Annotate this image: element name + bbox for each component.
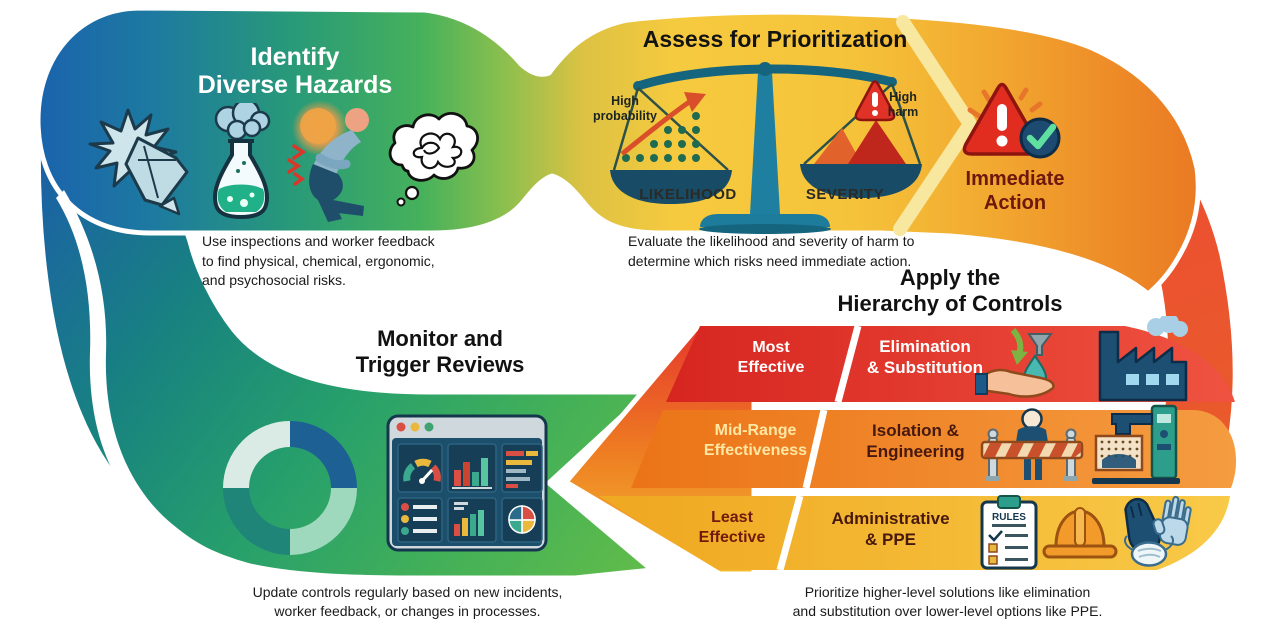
monitor-description: Update controls regularly based on new i… (240, 583, 575, 621)
description-line: to find physical, chemical, ergonomic, (202, 252, 435, 269)
high-probability-annotation: High probability (593, 94, 657, 123)
dashboard-icon (386, 414, 548, 552)
likelihood-dots (622, 112, 700, 162)
control-label-administrative: Administrative & PPE (831, 509, 950, 549)
effectiveness-label-mid: Mid-Range Effectiveness (703, 422, 808, 459)
description-line: worker feedback, or changes in processes… (274, 603, 541, 619)
hard-hat-icon (1042, 507, 1118, 559)
hierarchy-row-mid-range (631, 410, 1237, 488)
title-line: Monitor and (377, 326, 503, 351)
title-line: Diverse Hazards (197, 71, 393, 99)
identify-title: Identify Diverse Hazards (150, 43, 440, 99)
warning-check-icon (962, 82, 1061, 159)
assess-title: Assess for Prioritization (642, 26, 908, 52)
description-line: determine which risks need immediate act… (628, 253, 912, 269)
title-line: Identify (250, 43, 340, 71)
effectiveness-label-most: Most Effective (737, 339, 805, 376)
band-seam (56, 190, 228, 557)
likelihood-label: LIKELIHOOD (639, 186, 737, 203)
hierarchy-row-most-effective (666, 326, 1235, 402)
assess-chevron-divider (893, 15, 977, 236)
hierarchy-column-dividers (776, 325, 862, 571)
title-line: Apply the (899, 265, 1001, 290)
immediate-action-label: Immediate Action (965, 168, 1065, 214)
severity-mountains (814, 128, 862, 164)
gloves-mask-icon (1124, 495, 1192, 567)
chemical-hazard-icon (213, 103, 271, 219)
monitor-title: Monitor and Trigger Reviews (310, 326, 570, 378)
identify-description: Use inspections and worker feedback to f… (202, 232, 447, 291)
barrier-icon (980, 408, 1084, 481)
rising-arrow (620, 97, 694, 156)
rules-clipboard-icon: RULES (980, 495, 1038, 570)
severity-label: SEVERITY (805, 186, 885, 203)
effectiveness-label-least: Least Effective (698, 509, 766, 546)
cycle-donut-icon (223, 421, 357, 555)
factory-icon (1098, 316, 1188, 402)
control-label-elimination: Elimination & Substitution (866, 337, 984, 377)
description-line: Evaluate the likelihood and severity of … (628, 233, 915, 249)
hierarchy-description: Prioritize higher-level solutions like e… (780, 583, 1115, 621)
severity-pan (800, 164, 922, 198)
high-harm-annotation: High harm (887, 90, 919, 119)
title-line: Hierarchy of Controls (837, 291, 1063, 316)
description-line: and substitution over lower-level option… (792, 603, 1103, 619)
likelihood-pan (610, 170, 732, 204)
balance-scale-icon (610, 62, 922, 234)
hierarchy-title: Apply the Hierarchy of Controls (790, 265, 1110, 317)
physical-hazard-icon (88, 108, 189, 216)
clipboard-rules-text: RULES (992, 512, 1026, 523)
description-line: and psychosocial risks. (202, 272, 346, 288)
description-line: Prioritize higher-level solutions like e… (804, 584, 1091, 600)
psychosocial-hazard-icon (388, 112, 479, 207)
description-line: Use inspections and worker feedback (202, 233, 435, 249)
assess-description: Evaluate the likelihood and severity of … (628, 231, 938, 271)
ergonomic-hazard-icon (287, 100, 369, 222)
description-line: Update controls regularly based on new i… (252, 584, 563, 600)
control-label-isolation: Isolation & Engineering (866, 421, 965, 461)
machine-guard-icon (1092, 404, 1180, 484)
title-line: Trigger Reviews (355, 352, 525, 377)
substitution-hand-icon (975, 328, 1055, 398)
